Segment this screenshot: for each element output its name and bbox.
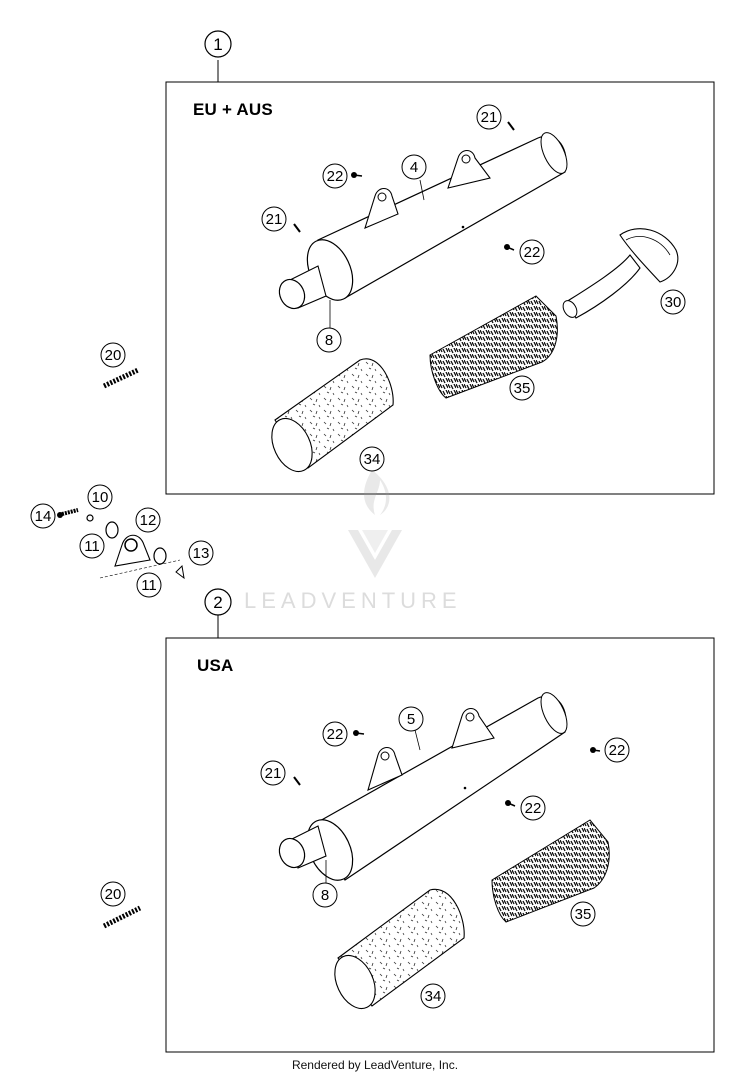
screw-22-bottom-a bbox=[353, 730, 365, 736]
callout-30-top: 30 bbox=[660, 289, 686, 315]
svg-text:8: 8 bbox=[325, 332, 333, 349]
callout-12: 12 bbox=[135, 507, 161, 533]
callout-35-top: 35 bbox=[509, 375, 535, 401]
spring-20-bottom bbox=[102, 905, 142, 929]
insert-34-bottom bbox=[334, 888, 465, 1010]
svg-text:11: 11 bbox=[141, 577, 157, 594]
group-badge-1: 1 bbox=[204, 30, 232, 58]
svg-text:20: 20 bbox=[105, 886, 122, 903]
muffler-assembly-top bbox=[278, 132, 568, 310]
muffler-assembly-bottom bbox=[278, 692, 568, 881]
svg-text:21: 21 bbox=[266, 211, 283, 228]
svg-text:11: 11 bbox=[84, 538, 100, 555]
svg-text:8: 8 bbox=[321, 887, 329, 904]
callout-34-bottom: 34 bbox=[420, 983, 446, 1009]
callout-21-top-a: 21 bbox=[476, 104, 502, 130]
svg-text:14: 14 bbox=[35, 508, 52, 525]
group-frame-bottom bbox=[165, 614, 715, 1053]
group-number-1: 1 bbox=[213, 35, 222, 54]
svg-text:22: 22 bbox=[327, 168, 344, 185]
svg-text:35: 35 bbox=[514, 380, 531, 397]
callout-22-bottom-c: 22 bbox=[520, 795, 546, 821]
svg-text:21: 21 bbox=[265, 765, 282, 782]
screw-22-top-a bbox=[351, 172, 363, 178]
spring-20-top bbox=[102, 367, 140, 389]
screw-22-bottom-b bbox=[590, 747, 601, 753]
callout-22-top-b: 22 bbox=[519, 239, 545, 265]
callout-22-bottom-a: 22 bbox=[322, 721, 348, 747]
svg-text:22: 22 bbox=[327, 726, 344, 743]
insert-34-top bbox=[271, 358, 394, 473]
leader-lines bbox=[325, 179, 425, 884]
callout-14: 14 bbox=[30, 503, 56, 529]
region-label-usa: USA bbox=[197, 656, 234, 675]
svg-text:4: 4 bbox=[410, 159, 418, 176]
svg-text:22: 22 bbox=[525, 800, 542, 817]
callout-35-bottom: 35 bbox=[570, 901, 596, 927]
callout-10: 10 bbox=[87, 484, 113, 510]
group-badge-2: 2 bbox=[204, 588, 232, 616]
svg-text:22: 22 bbox=[609, 742, 626, 759]
callout-22-bottom-b: 22 bbox=[604, 737, 630, 763]
watermark-text: LEADVENTURE bbox=[244, 588, 462, 613]
header-pipe-30 bbox=[562, 228, 679, 319]
callout-22-top-a: 22 bbox=[322, 163, 348, 189]
callout-11-a: 11 bbox=[79, 533, 105, 559]
group-number-2: 2 bbox=[213, 593, 222, 612]
svg-text:21: 21 bbox=[481, 109, 498, 126]
screw-21-top-b bbox=[293, 223, 301, 233]
callout-11-b: 11 bbox=[136, 572, 162, 598]
svg-text:20: 20 bbox=[105, 347, 122, 364]
leadventure-logo-watermark bbox=[348, 470, 402, 578]
screw-22-top-b bbox=[504, 244, 515, 251]
callout-20-bottom: 20 bbox=[100, 881, 126, 907]
region-label-eu-aus: EU + AUS bbox=[193, 100, 273, 119]
callout-5-bottom: 5 bbox=[398, 706, 424, 732]
svg-text:12: 12 bbox=[140, 512, 157, 529]
callout-8-top: 8 bbox=[316, 327, 342, 353]
svg-text:34: 34 bbox=[364, 451, 381, 468]
packing-wool-35-top bbox=[429, 295, 558, 399]
callout-34-top: 34 bbox=[359, 446, 385, 472]
bracket-hardware bbox=[57, 508, 185, 580]
group-frame-top bbox=[165, 60, 715, 495]
callout-21-top-b: 21 bbox=[261, 206, 287, 232]
svg-text:22: 22 bbox=[524, 244, 541, 261]
svg-text:30: 30 bbox=[665, 294, 682, 311]
packing-wool-35-bottom bbox=[491, 819, 610, 923]
svg-text:10: 10 bbox=[92, 489, 109, 506]
callout-8-bottom: 8 bbox=[312, 882, 338, 908]
screw-21-bottom bbox=[293, 776, 301, 786]
svg-text:34: 34 bbox=[425, 988, 442, 1005]
svg-text:35: 35 bbox=[575, 906, 592, 923]
callout-20-top: 20 bbox=[100, 342, 126, 368]
footer-credit: Rendered by LeadVenture, Inc. bbox=[291, 1058, 459, 1072]
callout-21-bottom: 21 bbox=[260, 760, 286, 786]
callout-4-top: 4 bbox=[401, 154, 427, 180]
svg-text:5: 5 bbox=[407, 711, 415, 728]
svg-text:13: 13 bbox=[193, 545, 210, 562]
callout-13: 13 bbox=[188, 540, 214, 566]
screw-22-bottom-c bbox=[505, 800, 516, 807]
screw-21-top-a bbox=[507, 121, 515, 131]
